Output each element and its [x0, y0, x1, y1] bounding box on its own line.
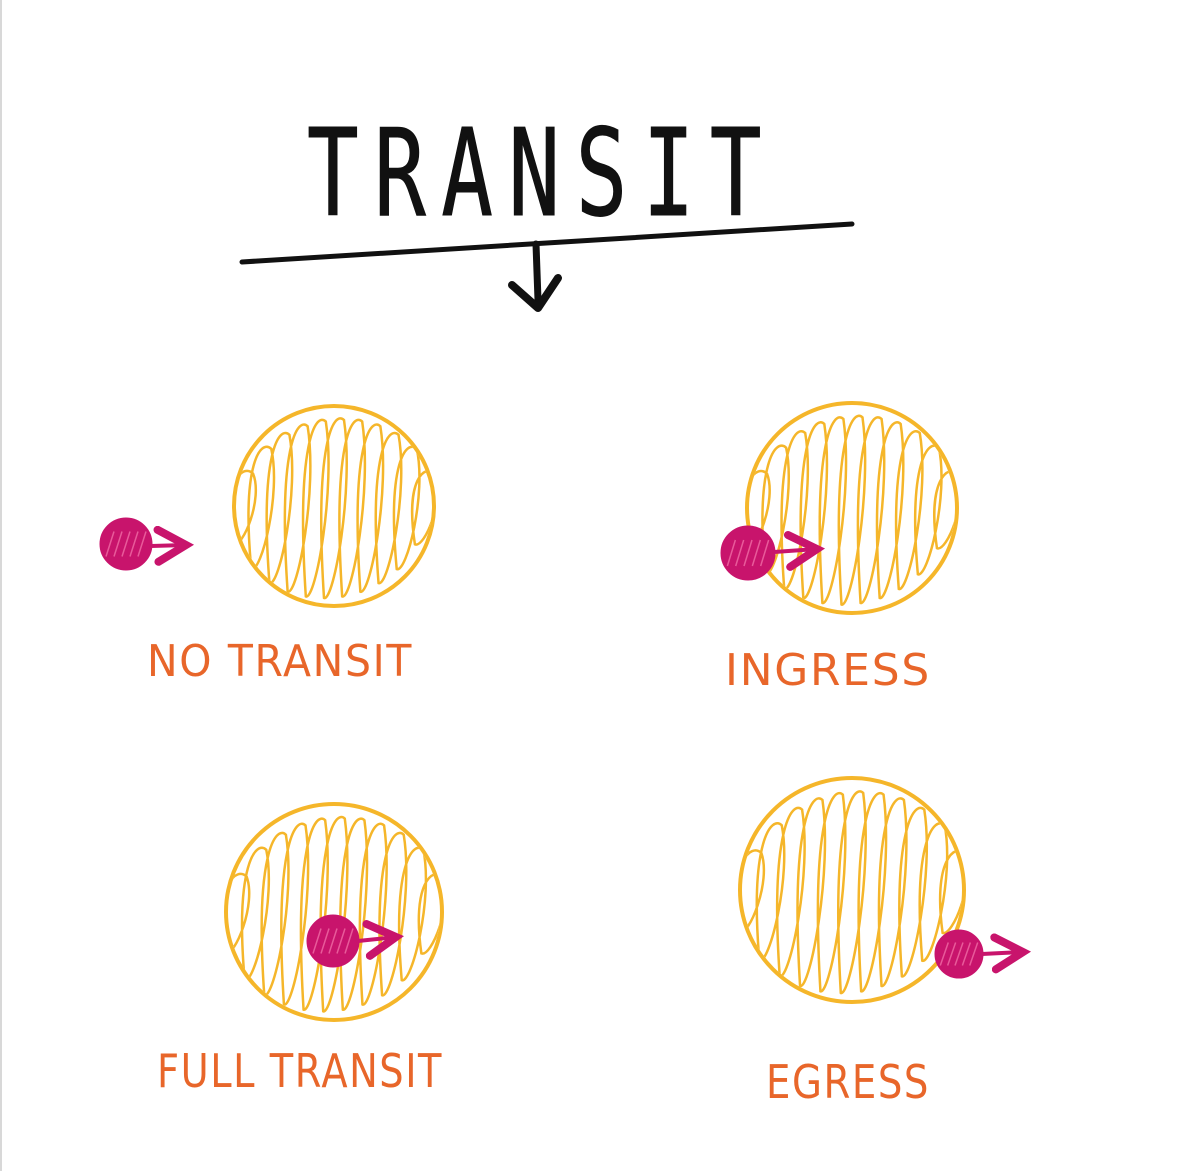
motion-arrow-icon — [149, 545, 186, 546]
down-arrow-icon — [508, 240, 562, 312]
panel-egress: EGRESS — [738, 776, 1023, 1109]
panel-label: EGRESS — [766, 1055, 930, 1109]
star-sun — [224, 802, 444, 1022]
diagram-title: TRANSIT — [307, 105, 777, 244]
star-sun — [232, 404, 436, 608]
motion-arrow-icon — [772, 549, 817, 552]
panel-label: NO TRANSIT — [147, 636, 413, 687]
motion-arrow-icon — [980, 952, 1023, 954]
motion-arrow-icon — [356, 937, 396, 941]
star-sun — [738, 776, 966, 1004]
planet — [720, 525, 776, 581]
planet — [99, 517, 153, 571]
panel-label: INGRESS — [725, 645, 931, 696]
panel-label: FULL TRANSIT — [157, 1044, 443, 1098]
title-underline — [239, 221, 855, 265]
panel-no-transit: NO TRANSIT — [99, 404, 436, 687]
planet — [306, 914, 360, 968]
planet — [934, 929, 984, 979]
panel-ingress: INGRESS — [720, 401, 959, 696]
panel-full-transit: FULL TRANSIT — [157, 802, 444, 1098]
star-sun — [745, 401, 959, 615]
